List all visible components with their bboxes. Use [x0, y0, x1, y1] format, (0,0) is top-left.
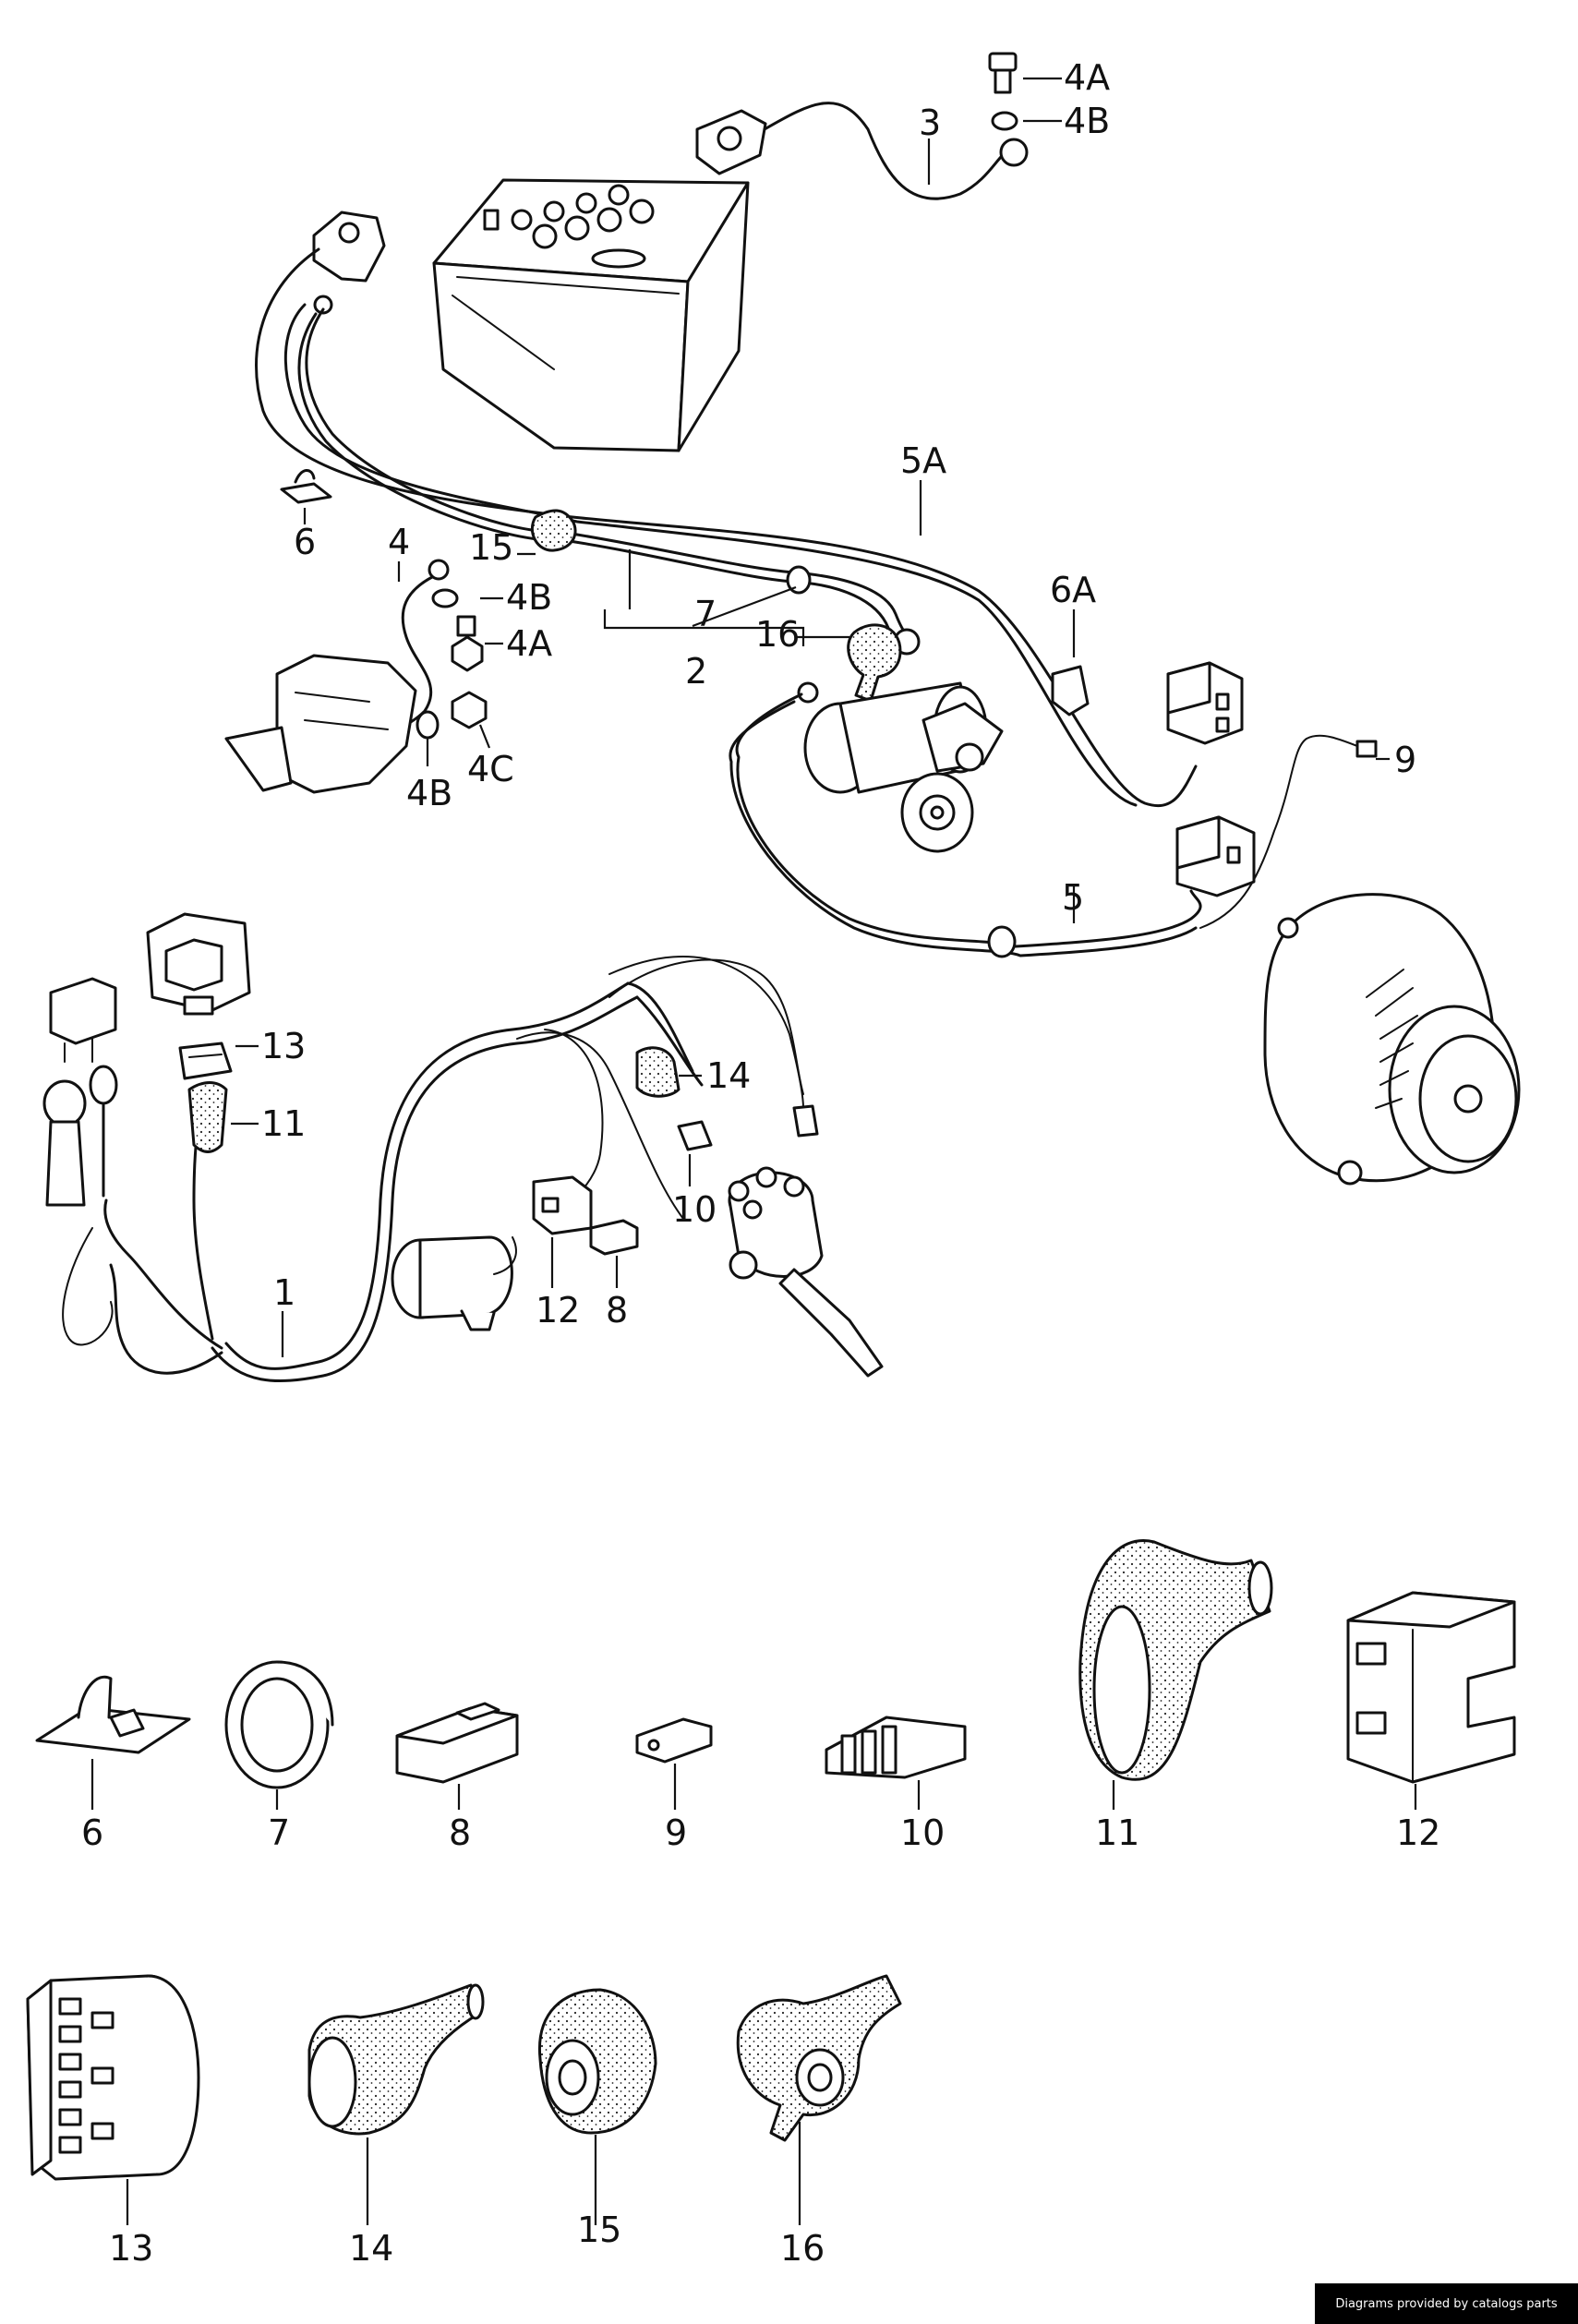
- label-detail-12: 12: [1396, 1812, 1440, 1853]
- label-8-top: 8: [606, 1290, 628, 1331]
- label-15-top: 15: [469, 527, 513, 568]
- label-4B-top: 4B: [1064, 101, 1110, 141]
- distributor: [728, 1166, 884, 1378]
- label-detail-15: 15: [577, 2210, 621, 2250]
- positive-cable-5A: [255, 211, 1198, 808]
- label-14-top: 14: [706, 1055, 751, 1096]
- starter-cable-2: [297, 295, 921, 703]
- label-16-top: 16: [755, 614, 800, 655]
- label-3: 3: [919, 102, 941, 143]
- bolt-4A-top: [988, 52, 1018, 94]
- label-4A-top: 4A: [1064, 57, 1110, 98]
- condenser: [391, 1235, 517, 1331]
- label-detail-16: 16: [780, 2228, 825, 2269]
- cable-5: [729, 681, 1202, 958]
- label-11-top: 11: [261, 1103, 306, 1144]
- label-detail-7: 7: [268, 1812, 290, 1853]
- label-2: 2: [685, 651, 707, 692]
- detail-grommet-7: [224, 1660, 334, 1789]
- detail-boot-16: [736, 1974, 902, 2142]
- detail-grommet-15: [537, 1988, 657, 2135]
- label-4A-mid: 4A: [506, 623, 552, 664]
- starter-motor: [803, 681, 1004, 853]
- label-6A: 6A: [1050, 570, 1096, 610]
- control-module: [146, 912, 251, 1016]
- label-detail-10: 10: [900, 1812, 945, 1853]
- connector-13: [178, 1042, 233, 1080]
- credit-banner: Diagrams provided by catalogs parts: [1315, 2283, 1578, 2324]
- ground-cable-3: [695, 102, 1029, 200]
- detail-connector-9: [635, 1717, 713, 1764]
- wire-9: [1199, 734, 1378, 929]
- label-4: 4: [388, 522, 410, 562]
- label-detail-6: 6: [81, 1812, 103, 1853]
- label-detail-11: 11: [1095, 1812, 1139, 1853]
- detail-clip-6: [35, 1675, 191, 1754]
- relay: [49, 977, 117, 1063]
- plug-connector: [42, 1065, 118, 1207]
- spade-connector: [608, 955, 819, 1138]
- detail-connector-10: [825, 1716, 967, 1779]
- label-4C: 4C: [467, 749, 514, 789]
- connector-8: [589, 1219, 639, 1256]
- label-detail-8: 8: [449, 1812, 471, 1853]
- connector-14: [635, 1046, 713, 1151]
- credit-text: Diagrams provided by catalogs parts: [1335, 2296, 1558, 2311]
- clip-6-top: [280, 469, 332, 504]
- detail-connector-8: [395, 1702, 519, 1784]
- washer-4B-top: [991, 111, 1018, 131]
- detail-connector-12: [1346, 1591, 1516, 1784]
- label-detail-13: 13: [109, 2228, 153, 2269]
- wiring-harness-1: [62, 958, 804, 1383]
- label-4B-mid: 4B: [506, 577, 552, 618]
- connector-12: [532, 1175, 593, 1235]
- detail-boot-11: [1078, 1539, 1273, 1781]
- boot-11: [187, 1081, 228, 1153]
- label-5: 5: [1062, 877, 1084, 918]
- label-5A: 5A: [900, 440, 946, 481]
- detail-connector-13: [26, 1974, 200, 2181]
- label-12-top: 12: [536, 1290, 580, 1331]
- connector-5: [1175, 815, 1256, 897]
- detail-boot-14: [307, 1983, 485, 2136]
- label-13-top: 13: [261, 1026, 306, 1066]
- label-detail-9: 9: [665, 1812, 687, 1853]
- callout-labels: 4A 4B 3 5A 6 4 15 4B 4A 7 16 2 6A 4C 4B …: [81, 57, 1440, 2269]
- label-9-top: 9: [1394, 740, 1416, 780]
- label-4B-low: 4B: [406, 773, 452, 813]
- label-10-top: 10: [672, 1189, 717, 1230]
- battery: [432, 178, 750, 452]
- clip-6A: [1051, 665, 1090, 716]
- engine-bracket: [224, 654, 417, 794]
- label-1: 1: [273, 1272, 295, 1313]
- label-6-top: 6: [294, 522, 316, 562]
- alternator: [1263, 893, 1521, 1186]
- label-7-top: 7: [694, 594, 717, 634]
- label-detail-14: 14: [349, 2228, 393, 2269]
- connector-5A: [1166, 661, 1244, 745]
